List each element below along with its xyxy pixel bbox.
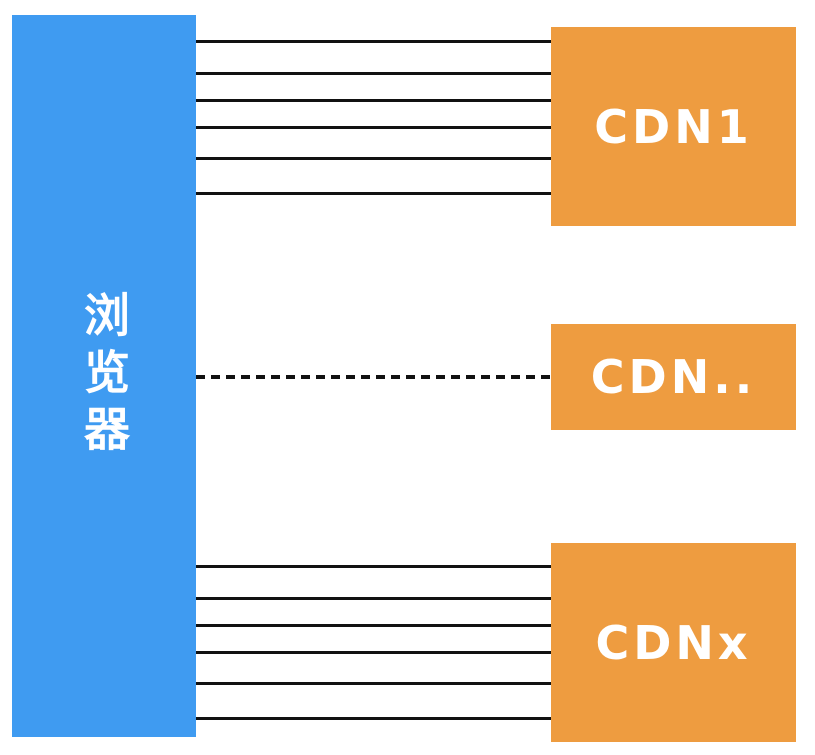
connection-line [196,565,551,568]
cdn1-node: CDN1 [551,27,796,226]
connection-line [196,157,551,160]
connection-line [196,651,551,654]
cdn1-node-label: CDN1 [594,99,753,154]
connection-line [196,682,551,685]
cdn-mid-node: CDN.. [551,324,796,430]
connection-line [196,192,551,195]
connection-line [196,717,551,720]
browser-node-label: 浏览器 [77,290,131,462]
connection-line [196,72,551,75]
browser-node: 浏览器 [12,15,196,737]
connection-line [196,99,551,102]
connection-line [196,624,551,627]
connection-line [196,126,551,129]
cdnx-node-label: CDNx [595,615,752,670]
cdn-mid-node-label: CDN.. [590,350,757,404]
cdnx-node: CDNx [551,543,796,742]
connection-line [196,597,551,600]
connection-line [196,40,551,43]
dashed-connection-line [196,375,551,379]
